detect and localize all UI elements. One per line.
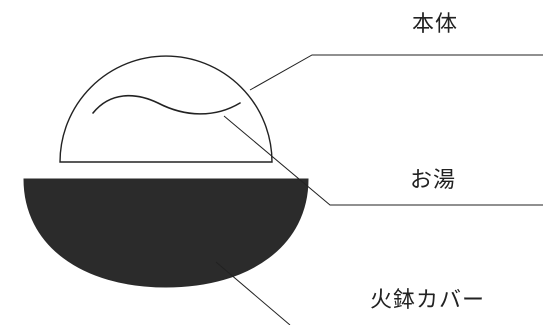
dome-body-shape (59, 55, 273, 163)
leader-line-water (223, 115, 543, 206)
label-hot-water: お湯 (410, 168, 457, 193)
label-hibachi-cover: 火鉢カバー (370, 288, 486, 313)
water-wave-line (92, 94, 241, 115)
hibachi-cover-shape (23, 178, 309, 288)
leader-line-cover (215, 261, 291, 325)
leader-line-body (249, 54, 543, 91)
label-body: 本体 (412, 12, 459, 37)
